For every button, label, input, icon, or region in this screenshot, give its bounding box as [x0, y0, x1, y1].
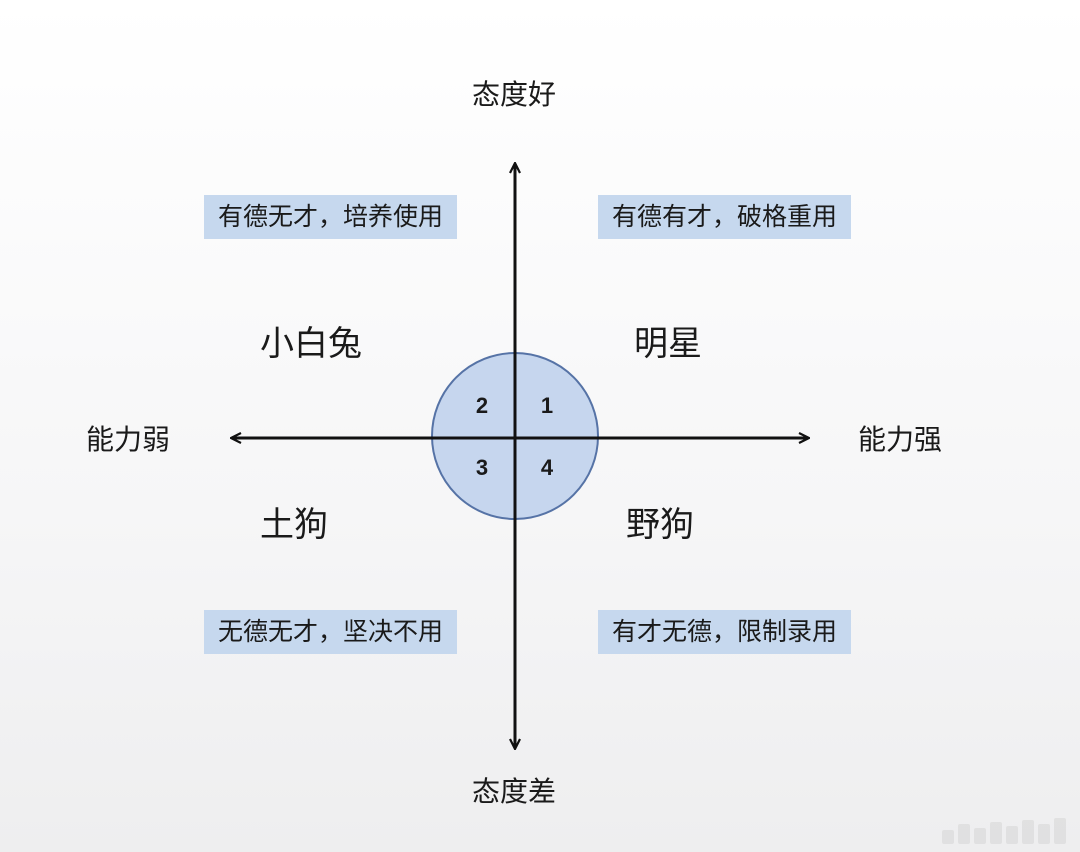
- axis-label-left: 能力弱: [86, 423, 171, 456]
- axis-label-top: 态度好: [472, 78, 557, 111]
- quadrant-name-2: 小白兔: [260, 324, 362, 364]
- quadrant-number-2: 2: [475, 393, 489, 418]
- watermark-graphic: [942, 818, 1066, 844]
- quadrant-number-1: 1: [540, 393, 554, 418]
- quadrant-name-3: 土狗: [260, 505, 328, 545]
- policy-box-quadrant-4: 有才无德，限制录用: [598, 610, 852, 654]
- policy-box-quadrant-3: 无德无才，坚决不用: [204, 610, 458, 654]
- axis-label-bottom: 态度差: [472, 775, 557, 808]
- quadrant-number-4: 4: [540, 455, 554, 480]
- policy-box-quadrant-2: 有德无才，培养使用: [204, 195, 458, 239]
- axis-label-right: 能力强: [858, 423, 943, 456]
- quadrant-name-4: 野狗: [626, 505, 694, 545]
- quadrant-name-1: 明星: [634, 324, 702, 364]
- policy-box-quadrant-1: 有德有才，破格重用: [598, 195, 852, 239]
- quadrant-number-3: 3: [475, 455, 489, 480]
